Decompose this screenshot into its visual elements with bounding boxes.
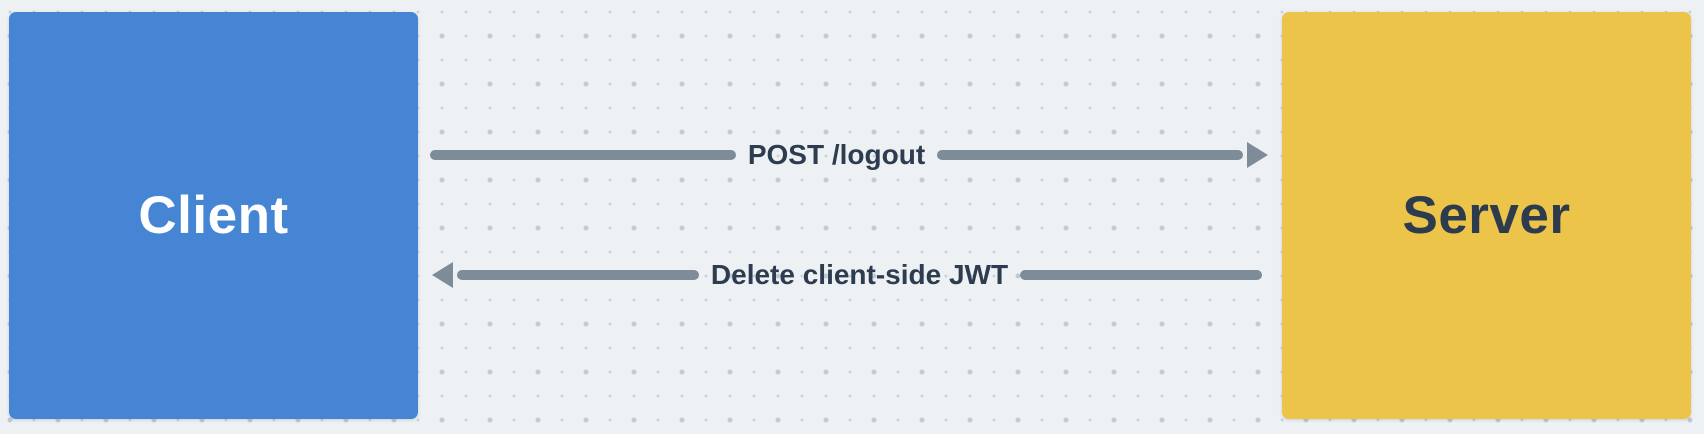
node-client-label: Client [138,186,289,245]
edge-line-segment [457,270,699,280]
arrowhead-right-icon [1247,142,1268,168]
edge-line-segment [1020,270,1262,280]
node-server-label: Server [1402,186,1571,245]
edge-post-logout-label[interactable]: POST /logout [747,139,926,170]
arrowhead-left-icon [432,262,453,288]
edge-delete-jwt-label[interactable]: Delete client-side JWT [710,259,1009,290]
node-server[interactable]: Server [1282,12,1691,419]
edge-line-segment [430,150,736,160]
edge-delete-jwt[interactable]: Delete client-side JWT [432,258,1262,292]
node-client[interactable]: Client [9,12,418,419]
edge-post-logout[interactable]: POST /logout [430,138,1268,172]
edge-line-segment [937,150,1243,160]
